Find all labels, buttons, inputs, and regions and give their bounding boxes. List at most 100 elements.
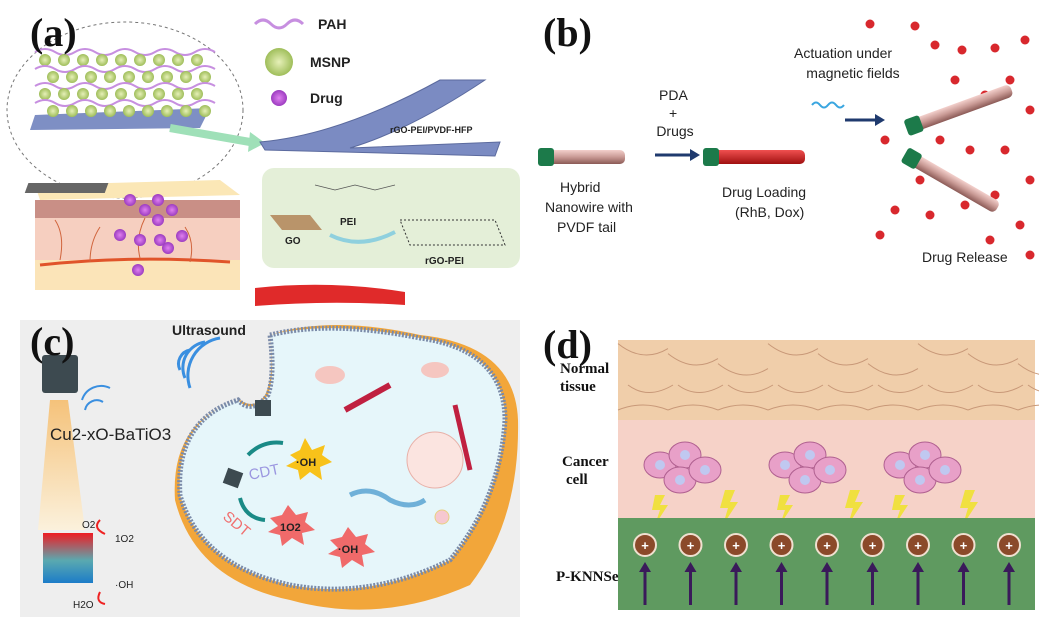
pah-chain (34, 65, 216, 73)
drug-dot (910, 21, 920, 31)
reaction-arrow (329, 230, 396, 244)
arrow-head (730, 562, 742, 572)
drug-particle (132, 264, 144, 276)
positive-charge (769, 533, 794, 557)
drug-dot (1025, 105, 1035, 115)
actuation-label: Actuation under magnetic fields (794, 45, 900, 81)
msnp-particle (153, 88, 165, 100)
rgo-pei-label: rGO-PEI (425, 256, 464, 267)
msnp-particle (47, 105, 59, 117)
msnp-particle (77, 88, 89, 100)
drug-particle (162, 242, 174, 254)
arrow-head (1003, 562, 1015, 572)
msnp-particle (39, 54, 51, 66)
reagents-label: PDA + Drugs (656, 87, 693, 139)
msnp-particle (161, 105, 173, 117)
golgi-icon (348, 488, 427, 508)
step3-label: Drug Release (922, 249, 1008, 265)
arrow-head (912, 562, 924, 572)
drug-dot (1000, 145, 1010, 155)
tissue-cell-outline (867, 363, 924, 411)
pah-icon (253, 18, 305, 30)
inset-box (262, 168, 520, 268)
epidermis (35, 200, 240, 218)
step1-label: Hybrid Nanowire with PVDF tail (545, 179, 637, 235)
msnp-particle (66, 71, 78, 83)
charge-markers: +++++++++ (633, 533, 1021, 605)
msnp-layers (34, 48, 216, 117)
capillaries (54, 217, 193, 263)
pvdf-tail-2 (703, 148, 719, 166)
arrow-1-head (690, 149, 700, 161)
drug-dot (990, 190, 1000, 200)
positive-charge (678, 533, 703, 557)
lightning-icon (892, 495, 908, 525)
tissue-outlines (617, 343, 1039, 411)
tissue-cell-outline (667, 353, 724, 411)
msnp-particle (96, 88, 108, 100)
o2-label: O2 (82, 520, 96, 531)
drug-dot (990, 43, 1000, 53)
cancer-nucleus (675, 475, 685, 485)
lightning-icon (652, 495, 668, 525)
pah-chain (34, 99, 216, 107)
transfer-arrow (169, 124, 251, 146)
tissue-cell-outline (817, 353, 874, 411)
arrow-2-head (875, 114, 885, 126)
cancer-nucleus (680, 450, 690, 460)
msnp-particle (47, 71, 59, 83)
singlet-burst (268, 505, 315, 546)
drug-particle (134, 234, 146, 246)
legend-drug: Drug (310, 90, 343, 106)
msnp-particle (191, 88, 203, 100)
lightning-icon (845, 490, 863, 525)
msnp-icon (265, 48, 293, 76)
msnp-particle (134, 54, 146, 66)
released-nanowire-1 (907, 85, 1013, 133)
pvdf-tail-4 (901, 148, 922, 169)
cancer-nucleus (655, 460, 665, 470)
drug-dot (960, 200, 970, 210)
rgo-pei-film (259, 79, 501, 157)
cancer-nucleus (920, 450, 930, 460)
drug-dot (930, 40, 940, 50)
oh-burst-sdt (328, 527, 375, 568)
charge-label: + (778, 538, 786, 553)
oh-burst-label: ·OH (296, 457, 316, 469)
oh-burst-cdt (286, 438, 332, 480)
cancer-nucleus (915, 475, 925, 485)
cancer-cell (177, 325, 508, 592)
tissue-cell-outline (717, 363, 774, 411)
material-label: Cu2-xO-BaTiO3 (50, 425, 171, 444)
panel-d: +++++++++ Normal tissue Cancer cell P-KN… (556, 340, 1039, 610)
drug-dot (1025, 175, 1035, 185)
drug-particle (124, 194, 136, 206)
singlet-oxygen-label: 1O2 (115, 534, 134, 545)
singlet-burst-label: 1O2 (280, 522, 301, 534)
msnp-particle (77, 54, 89, 66)
drug-dot (1015, 220, 1025, 230)
panel-b: Hybrid Nanowire with PVDF tail PDA + Dru… (538, 19, 1035, 265)
cancer-nucleus (895, 460, 905, 470)
positive-charge (815, 533, 839, 557)
drug-dot (935, 135, 945, 145)
drug-dot (880, 135, 890, 145)
pei-label: PEI (340, 217, 356, 228)
drug-dot (925, 210, 935, 220)
msnp-particle (142, 105, 154, 117)
rgo-pei-sheet (399, 219, 506, 246)
panel-c-label: (c) (30, 319, 74, 364)
msnp-particle (172, 88, 184, 100)
pvdf-tail (538, 148, 554, 166)
msnp-particle (180, 105, 192, 117)
drug-icon (271, 90, 287, 106)
released-drug-dots (865, 19, 1035, 260)
arrow-head (775, 562, 788, 572)
msnp-particle (153, 54, 165, 66)
positive-charge (951, 533, 976, 557)
charge-label: + (732, 538, 740, 553)
cancer-nucleus (940, 465, 950, 475)
blood-vessel (255, 284, 405, 306)
msnp-particle (66, 105, 78, 117)
drug-dot (957, 45, 967, 55)
